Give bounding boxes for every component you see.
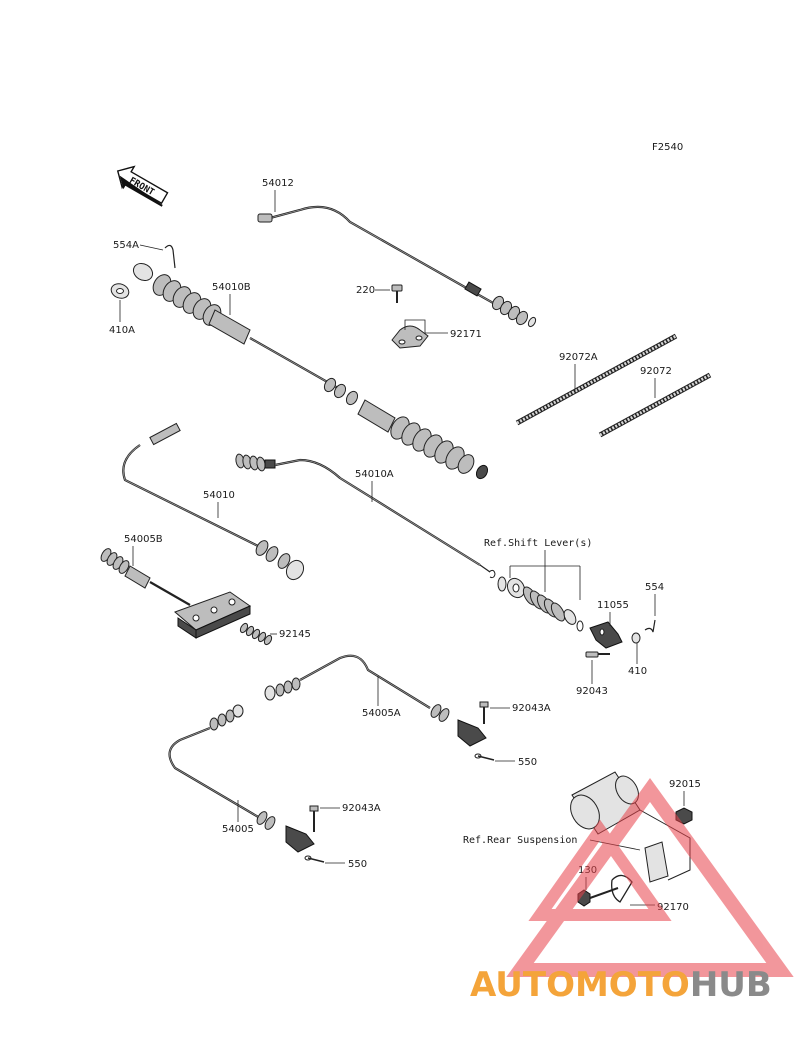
callout-92043: 92043 <box>576 686 608 697</box>
pin-92170 <box>611 874 633 903</box>
pin-92043A-upper <box>479 701 489 724</box>
callout-54012: 54012 <box>262 178 294 189</box>
pin-92043A-lower <box>309 805 319 832</box>
callout-550-lower: 550 <box>348 859 367 870</box>
cable-54012 <box>257 205 537 328</box>
callout-54010: 54010 <box>203 490 235 501</box>
callout-92043A-lower: 92043A <box>342 803 381 814</box>
part-11055 <box>589 621 623 649</box>
tie-92072 <box>598 372 712 438</box>
clip-554 <box>644 619 656 633</box>
clamp-92171 <box>391 325 429 349</box>
pin-92043 <box>585 651 610 658</box>
callout-54010A: 54010A <box>355 469 394 480</box>
ref-shift-lever: Ref.Shift Lever(s) <box>484 538 592 549</box>
callout-554: 554 <box>645 582 664 593</box>
cable-54010 <box>122 422 305 581</box>
clip-554A <box>164 244 176 269</box>
callout-554A: 554A <box>113 240 139 251</box>
callout-410A: 410A <box>109 325 135 336</box>
callout-11055: 11055 <box>597 600 629 611</box>
cotter-550-lower <box>304 855 325 863</box>
callout-54010B: 54010B <box>212 282 251 293</box>
callout-92171: 92171 <box>450 329 482 340</box>
cable-54005 <box>168 704 315 853</box>
washer-410A <box>110 283 130 299</box>
cotter-550-upper <box>474 753 495 761</box>
watermark-triangle-icon <box>506 778 794 977</box>
cable-54010A <box>235 453 496 579</box>
callout-92170: 92170 <box>657 902 689 913</box>
bolt-220 <box>391 284 403 303</box>
callout-410: 410 <box>628 666 647 677</box>
spring-92145 <box>239 622 273 646</box>
watermark-logo: AUTOMOTOHUB <box>470 965 772 1005</box>
watermark-part1: AUTOMOTO <box>470 965 690 1005</box>
callout-92145: 92145 <box>279 629 311 640</box>
cable-54005B <box>100 548 252 639</box>
callout-54005A: 54005A <box>362 708 401 719</box>
callout-92072A: 92072A <box>559 352 598 363</box>
ref-rear-suspension: Ref.Rear Suspension <box>463 835 577 846</box>
callout-54005B: 54005B <box>124 534 163 545</box>
tie-92072A <box>515 333 678 426</box>
callout-550-upper: 550 <box>518 757 537 768</box>
front-arrow-icon: FRONT <box>116 165 169 207</box>
shift-spring-assembly <box>497 576 584 632</box>
callout-92072: 92072 <box>640 366 672 377</box>
callout-220: 220 <box>356 285 375 296</box>
callout-54005: 54005 <box>222 824 254 835</box>
washer-410 <box>631 632 641 644</box>
cable-54010B <box>132 262 489 480</box>
cable-54005A <box>264 654 487 747</box>
callout-92015: 92015 <box>669 779 701 790</box>
callout-92043A-upper: 92043A <box>512 703 551 714</box>
watermark-part2: HUB <box>690 965 772 1005</box>
figure-code: F2540 <box>652 142 683 153</box>
